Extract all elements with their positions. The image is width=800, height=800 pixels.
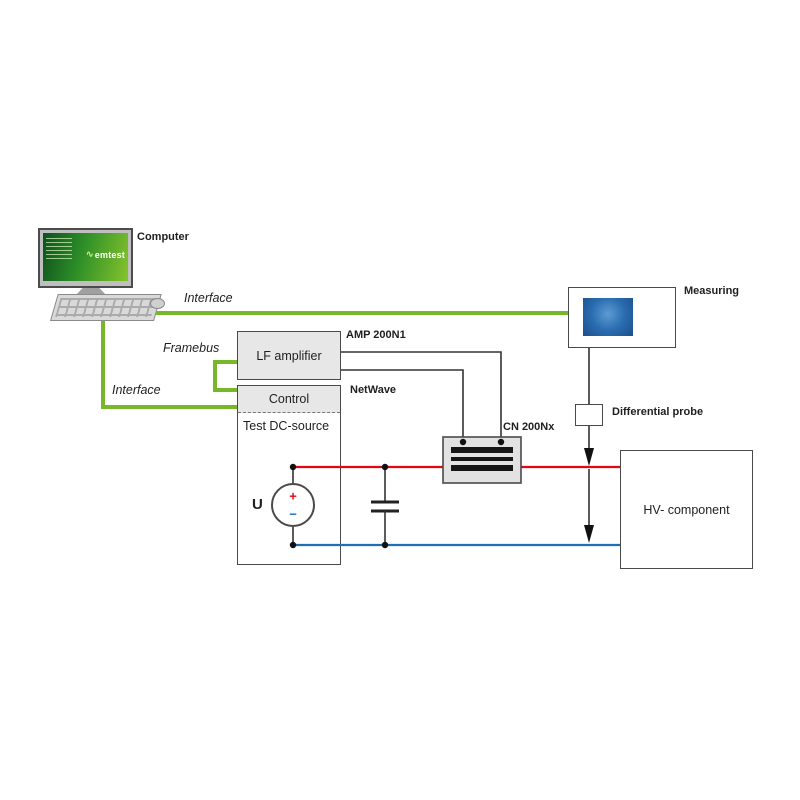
netwave-box: Control bbox=[237, 385, 341, 565]
voltage-symbol-label: U bbox=[252, 496, 263, 513]
test-dc-source-label: Test DC-source bbox=[243, 419, 330, 433]
screen-text-lines bbox=[46, 238, 72, 260]
computer-screen: ∿ emtest bbox=[43, 233, 128, 281]
junction-dot bbox=[381, 541, 389, 549]
framebus-cable bbox=[213, 360, 237, 392]
keyboard-keys bbox=[55, 298, 157, 317]
hv-component-box: HV- component bbox=[620, 450, 753, 569]
amp-output-wire-2 bbox=[341, 369, 464, 437]
lf-amplifier-box: LF amplifier bbox=[237, 331, 341, 380]
coupling-core-bar-1 bbox=[451, 447, 513, 453]
emtest-logo-text: emtest bbox=[94, 249, 125, 260]
emtest-logo: ∿ emtest bbox=[86, 249, 125, 260]
control-label: Control bbox=[268, 392, 310, 406]
source-minus-sign: − bbox=[289, 506, 297, 522]
coupling-core-bar-3 bbox=[451, 465, 513, 471]
coupling-network-box bbox=[442, 436, 522, 484]
keyboard bbox=[50, 294, 162, 321]
differential-probe-box bbox=[575, 404, 603, 426]
framebus-label: Framebus bbox=[163, 341, 220, 355]
monitor-stand bbox=[76, 288, 106, 295]
netwave-model-label: NetWave bbox=[350, 384, 397, 396]
interface-left-label: Interface bbox=[112, 383, 161, 397]
junction-dot bbox=[497, 438, 505, 446]
lf-amplifier-label: LF amplifier bbox=[256, 348, 322, 363]
source-plus-sign: + bbox=[289, 488, 297, 504]
probe-tip-arrow-2 bbox=[584, 525, 594, 543]
control-section: Control bbox=[238, 386, 340, 413]
hv-component-label: HV- component bbox=[643, 502, 730, 517]
probe-tip-arrow-1 bbox=[584, 448, 594, 466]
computer-label: Computer bbox=[137, 231, 189, 243]
interface-top-label: Interface bbox=[184, 291, 233, 305]
measuring-label: Measuring bbox=[684, 285, 740, 297]
coupling-core-bar-2 bbox=[451, 457, 513, 461]
measuring-device-box bbox=[568, 287, 676, 348]
junction-dot bbox=[459, 438, 467, 446]
measuring-screen bbox=[583, 298, 633, 336]
junction-dot bbox=[381, 463, 389, 471]
amp-model-label: AMP 200N1 bbox=[346, 329, 406, 341]
cn-model-label: CN 200Nx bbox=[503, 421, 555, 433]
differential-probe-label: Differential probe bbox=[612, 406, 704, 418]
computer-monitor: ∿ emtest bbox=[38, 228, 133, 288]
mouse bbox=[150, 298, 165, 309]
waveform-icon: ∿ bbox=[86, 249, 94, 259]
